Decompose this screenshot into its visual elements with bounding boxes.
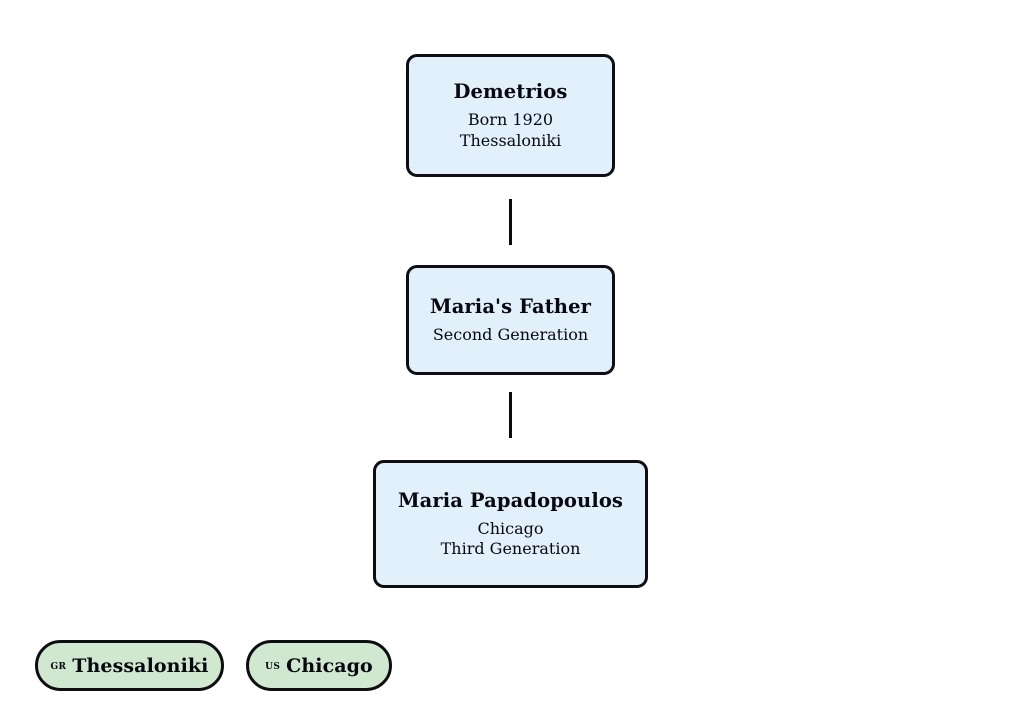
node-title: Maria Papadopoulos	[397, 488, 624, 512]
node-details: Born 1920 Thessaloniki	[460, 110, 561, 151]
node-details: Second Generation	[433, 325, 588, 345]
country-code-us: US	[265, 658, 281, 673]
tree-node-marias-father[interactable]: Maria's Father Second Generation	[406, 265, 615, 375]
location-badge-label: Chicago	[286, 654, 373, 677]
tree-node-demetrios[interactable]: Demetrios Born 1920 Thessaloniki	[406, 54, 615, 177]
node-detail-line: Second Generation	[432, 324, 589, 344]
country-code-gr: GR	[50, 658, 67, 673]
location-badge-label: Thessaloniki	[72, 654, 209, 677]
node-detail-line: Born 1920	[467, 110, 554, 130]
node-title: Demetrios	[453, 80, 568, 104]
node-details: Chicago Third Generation	[441, 519, 581, 560]
location-badge-chicago[interactable]: US Chicago	[246, 640, 392, 691]
tree-node-maria-papadopoulos[interactable]: Maria Papadopoulos Chicago Third Generat…	[373, 460, 648, 588]
edge-demetrios-to-marias-father	[509, 199, 512, 245]
edge-marias-father-to-maria	[509, 392, 512, 438]
node-detail-line: Third Generation	[440, 539, 581, 558]
location-badge-thessaloniki[interactable]: GR Thessaloniki	[35, 640, 224, 691]
node-title: Maria's Father	[430, 294, 591, 318]
node-detail-line: Chicago	[477, 518, 544, 538]
node-detail-line: Thessaloniki	[459, 130, 562, 150]
